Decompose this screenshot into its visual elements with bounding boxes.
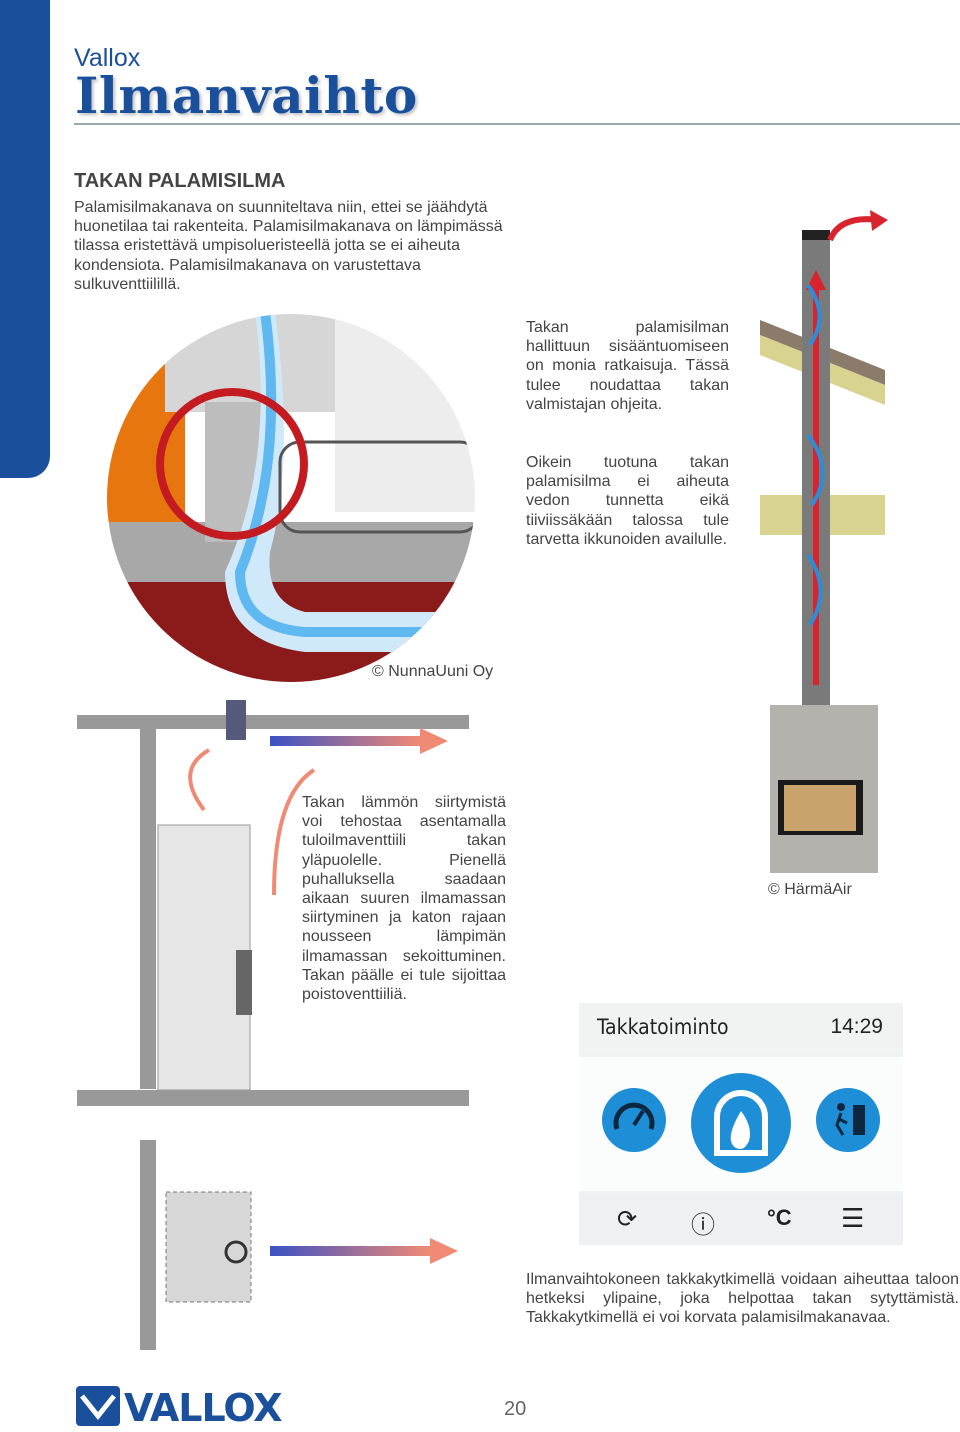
fireplace-control-panel: Takkatoiminto 14:29 ⟳ ⓘ °C ☰	[579, 1003, 903, 1245]
brand-name: Vallox	[74, 44, 141, 72]
chimney-illustration	[760, 210, 888, 873]
credit-nunnauuni: © NunnaUuni Oy	[372, 663, 494, 680]
panel-footer-toolbar: ⟳ ⓘ °C ☰	[579, 1195, 903, 1245]
credit-harmaair: © HärmäAir	[768, 881, 852, 898]
info-icon[interactable]: ⓘ	[691, 1212, 715, 1239]
title-divider	[74, 123, 960, 125]
fireplace-switch-note: Ilmanvaihtokoneen takkakytkimellä voidaa…	[526, 1271, 959, 1327]
vallox-logo-mark-icon	[76, 1386, 120, 1426]
combustion-air-duct-illustration	[107, 314, 475, 682]
fireplace-flame-icon[interactable]	[689, 1071, 793, 1175]
vallox-logo: VALLOX	[124, 1386, 283, 1430]
section-heading: TAKAN PALAMISILMA	[74, 170, 286, 192]
panel-clock: 14:29	[830, 1015, 883, 1038]
panel-mode-buttons	[579, 1057, 903, 1191]
panel-header: Takkatoiminto 14:29	[579, 1003, 903, 1053]
page-title: Ilmanvaihto	[75, 66, 418, 125]
page-number: 20	[504, 1398, 527, 1420]
heat-transfer-note: Takan lämmön siirtymistä voi tehostaa as…	[302, 794, 506, 1004]
room-airflow-diagram	[77, 700, 469, 1350]
speed-gauge-icon[interactable]	[601, 1087, 667, 1153]
solutions-note: Takan palamisilman hallittuun sisääntuom…	[526, 319, 729, 413]
celsius-icon[interactable]: °C	[767, 1205, 792, 1230]
intro-paragraph: Palamisilmakanava on suunniteltava niin,…	[74, 199, 503, 293]
panel-title: Takkatoiminto	[597, 1015, 729, 1039]
menu-icon[interactable]: ☰	[841, 1203, 865, 1233]
correct-air-note: Oikein tuotuna takan palamisilma ei aihe…	[526, 454, 729, 548]
side-tab	[0, 0, 50, 478]
exit-person-icon[interactable]	[815, 1087, 881, 1153]
refresh-icon[interactable]: ⟳	[617, 1206, 638, 1233]
